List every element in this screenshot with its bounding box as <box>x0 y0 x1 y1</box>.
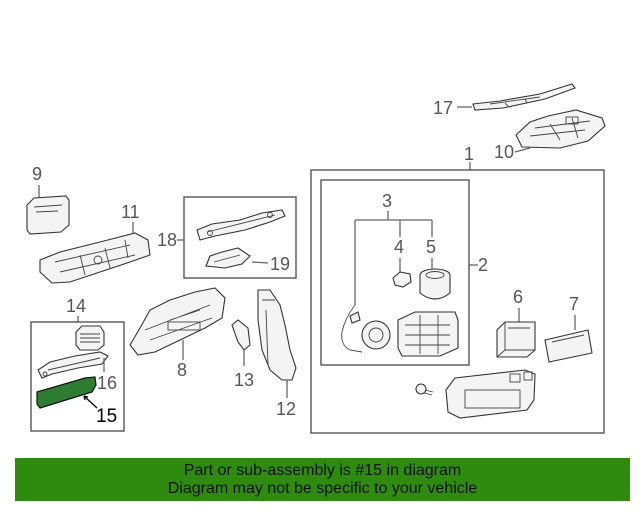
part-8[interactable] <box>129 287 226 356</box>
callout-4: 4 <box>394 237 404 257</box>
callout-15: 15 <box>96 406 117 427</box>
callout-5: 5 <box>426 237 436 257</box>
leader-19 <box>251 261 269 264</box>
callout-18: 18 <box>157 230 177 250</box>
callout-16: 16 <box>97 373 117 393</box>
callout-3: 3 <box>382 191 392 211</box>
part-3-housing[interactable] <box>397 311 459 357</box>
callout-6: 6 <box>513 287 523 307</box>
part-12[interactable] <box>257 289 297 381</box>
part-9[interactable] <box>26 195 70 235</box>
part-10[interactable] <box>515 109 606 149</box>
callout-12: 12 <box>276 399 296 419</box>
banner-line-part-number: Part or sub-assembly is #15 in diagram <box>183 462 462 479</box>
part-3-socket[interactable] <box>341 304 391 353</box>
part-18-bar[interactable] <box>196 209 286 241</box>
part-5[interactable] <box>419 268 451 300</box>
exploded-parts-diagram: 17 10 1 2 3 4 5 <box>26 83 606 434</box>
assembly-box-1 <box>310 169 605 434</box>
assembly-box-14 <box>30 321 125 432</box>
part-19[interactable] <box>205 247 251 269</box>
leader-15 <box>83 395 98 409</box>
callout-2: 2 <box>478 255 488 275</box>
part-14-vent[interactable] <box>75 325 105 351</box>
leader-3 <box>354 211 433 305</box>
banner-line-disclaimer: Diagram may not be specific to your vehi… <box>167 480 478 497</box>
assembly-box-18 <box>183 196 297 279</box>
part-6[interactable] <box>496 321 536 358</box>
part-1-bezel[interactable] <box>415 369 536 419</box>
callout-14: 14 <box>66 296 86 316</box>
part-17[interactable] <box>472 83 576 111</box>
leader-10 <box>514 147 531 153</box>
callout-1: 1 <box>464 144 474 164</box>
part-13[interactable] <box>231 319 251 351</box>
callout-8: 8 <box>177 360 187 380</box>
part-7[interactable] <box>544 329 593 363</box>
assembly-box-2 <box>320 179 470 366</box>
callout-13: 13 <box>234 370 254 390</box>
part-16[interactable] <box>37 351 109 379</box>
callout-17: 17 <box>433 98 453 118</box>
callout-10: 10 <box>494 142 514 162</box>
callout-7: 7 <box>569 294 579 314</box>
callout-11: 11 <box>121 202 140 222</box>
part-11[interactable] <box>39 232 151 284</box>
info-banner: Part or sub-assembly is #15 in diagram D… <box>15 458 630 501</box>
callout-19: 19 <box>270 254 290 274</box>
part-4[interactable] <box>392 271 412 288</box>
callout-9: 9 <box>32 164 42 184</box>
part-15-highlighted[interactable] <box>36 376 97 409</box>
